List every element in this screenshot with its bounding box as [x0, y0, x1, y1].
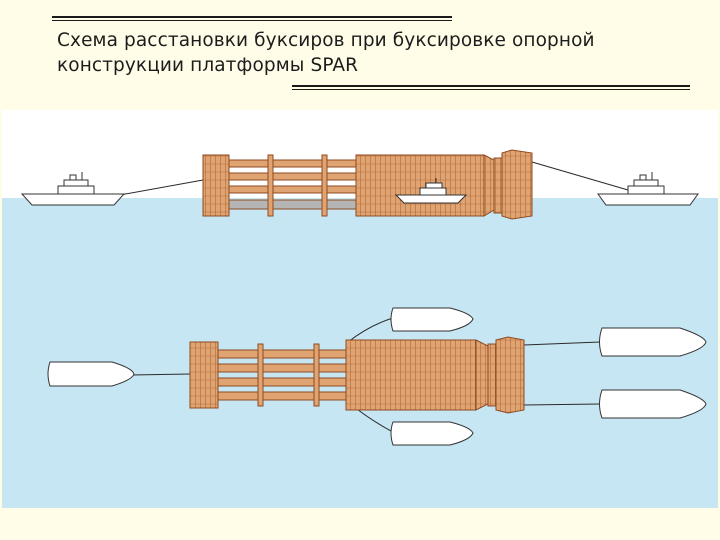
title-rule-bottom-thin [292, 89, 690, 90]
support-vessel-center [394, 178, 468, 204]
title-rule-top-thin [52, 20, 452, 21]
title-rule-bottom [292, 85, 690, 87]
spar-hard-tank-side [202, 154, 230, 217]
spar-hard-tank-plan [189, 341, 219, 409]
tug-vessel-right [597, 172, 699, 206]
spar-truss-side [228, 154, 357, 217]
tug-plan-lower-right [599, 389, 707, 419]
spar-neck-plan [475, 339, 489, 411]
tug-plan-upper-left [390, 307, 474, 332]
side-view-group [20, 149, 699, 220]
plan-tow-line-left [131, 373, 191, 376]
tug-plan-lower-left [390, 421, 474, 446]
tow-line-right [531, 161, 629, 191]
spar-cap-plan [495, 336, 525, 414]
spar-truss-plan [217, 343, 347, 407]
plan-tow-line-upper-left [347, 317, 394, 343]
title-rule-top [52, 16, 452, 18]
spar-neck-side [483, 154, 495, 217]
spar-hull-plan [345, 339, 477, 411]
slide-title-line-1: Схема расстановки буксиров при буксировк… [57, 30, 595, 51]
plan-tow-line-lower-right [523, 403, 601, 406]
tug-plan-upper-right [599, 327, 707, 357]
spar-top-plan [487, 343, 497, 407]
spar-cap-side [501, 149, 533, 220]
slide-title: Схема расстановки буксиров при буксировк… [57, 28, 697, 78]
tug-vessel-left [20, 172, 126, 206]
spar-top-side [493, 157, 503, 214]
slide-title-line-2: конструкции платформы SPAR [57, 55, 359, 76]
spar-hull-side [355, 154, 485, 217]
tug-plan-left [47, 361, 135, 387]
plan-tow-line-upper-right [523, 341, 601, 346]
tow-line-left [119, 179, 204, 196]
plan-view-group [47, 307, 707, 446]
